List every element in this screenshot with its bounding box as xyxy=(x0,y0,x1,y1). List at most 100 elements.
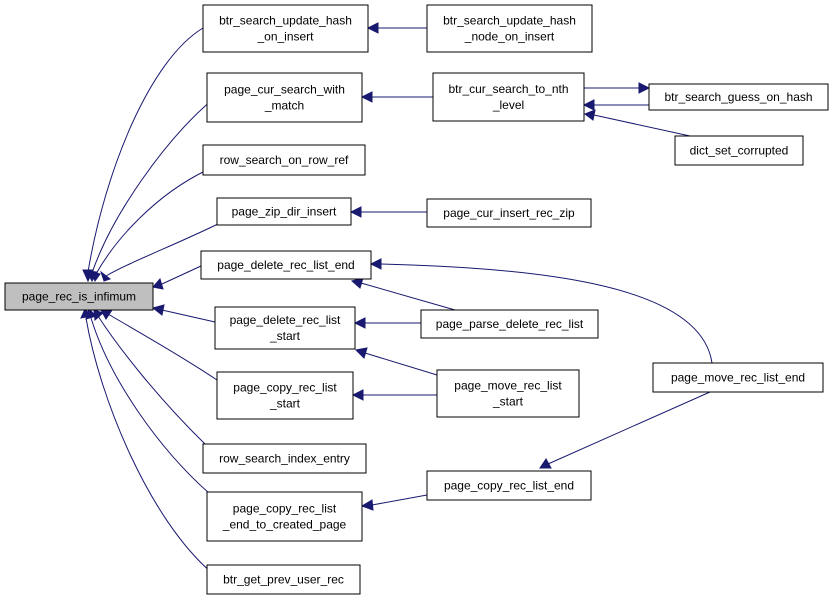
node-box xyxy=(426,4,593,53)
arrowhead-icon xyxy=(100,270,112,282)
node-box xyxy=(202,4,369,53)
arrowhead-icon xyxy=(366,22,379,34)
call-edge xyxy=(86,99,213,283)
arrowhead-icon xyxy=(353,317,366,329)
edge-line xyxy=(97,315,206,445)
call-edge xyxy=(366,22,427,34)
node-label: page_move_rec_list_end xyxy=(671,371,805,385)
node-label: page_rec_is_infimum xyxy=(22,290,136,304)
node-label: page_move_rec_list xyxy=(454,379,562,393)
call-edge xyxy=(354,347,438,376)
node-label: btr_search_update_hash xyxy=(219,14,352,28)
function-node[interactable]: page_zip_dir_insert xyxy=(216,197,352,226)
function-node[interactable]: page_move_rec_list_end xyxy=(652,362,824,393)
node-box xyxy=(4,282,154,311)
node-label: _match xyxy=(264,99,304,113)
node-label: _end_to_created_page xyxy=(222,518,347,532)
node-box xyxy=(216,197,352,226)
arrowhead-icon xyxy=(360,499,374,511)
function-node[interactable]: page_copy_rec_list_end xyxy=(426,470,592,501)
function-node[interactable]: btr_search_guess_on_hash xyxy=(648,83,829,111)
function-node[interactable]: page_copy_rec_list _end_to_created_page xyxy=(206,491,363,542)
call-edge xyxy=(152,265,202,290)
function-node[interactable]: btr_search_update_hash_on_insert xyxy=(202,4,369,53)
arrowhead-icon xyxy=(638,82,651,94)
arrowhead-icon xyxy=(582,99,595,111)
node-label: _start xyxy=(269,329,301,343)
node-box xyxy=(200,250,372,280)
node-label: page_delete_rec_list_end xyxy=(217,258,354,272)
node-box xyxy=(202,144,366,176)
arrowhead-icon xyxy=(100,309,113,320)
edge-line xyxy=(85,317,213,574)
node-box xyxy=(426,198,592,228)
node-label: btr_search_update_hash xyxy=(443,14,576,28)
root-function-node[interactable]: page_rec_is_infimum xyxy=(4,282,154,311)
call-edge xyxy=(90,169,208,283)
edge-line xyxy=(364,352,438,376)
edge-line xyxy=(547,391,711,465)
node-box xyxy=(206,491,363,542)
node-label: _node_on_insert xyxy=(464,30,555,44)
node-label: btr_get_prev_user_rec xyxy=(223,573,344,587)
node-label: page_zip_dir_insert xyxy=(232,205,337,219)
arrowhead-icon xyxy=(349,206,362,218)
node-box xyxy=(648,83,829,111)
node-label: page_parse_delete_rec_list xyxy=(436,317,584,331)
edge-line xyxy=(161,309,216,323)
call-edge xyxy=(100,222,221,282)
edge-line xyxy=(105,222,221,277)
function-node[interactable]: page_cur_insert_rec_zip xyxy=(426,198,592,228)
edge-line xyxy=(371,494,428,506)
arrowhead-icon xyxy=(360,91,373,103)
call-edge xyxy=(351,389,437,401)
node-label: btr_cur_search_to_nth xyxy=(448,82,568,96)
function-node[interactable]: btr_cur_search_to_nth _level xyxy=(432,72,585,122)
node-box xyxy=(432,72,585,122)
edge-line xyxy=(91,99,213,274)
edge-line xyxy=(95,169,208,275)
node-label: page_copy_rec_list xyxy=(233,502,337,516)
edge-line xyxy=(593,114,691,137)
call-edge xyxy=(151,304,216,323)
node-box xyxy=(216,371,354,420)
function-node[interactable]: page_cur_search_with _match xyxy=(206,72,363,123)
node-label: _level xyxy=(492,98,524,112)
call-edge xyxy=(350,277,456,311)
function-node[interactable]: page_delete_rec_list _start xyxy=(214,306,356,350)
edge-line xyxy=(360,282,456,311)
arrowhead-icon xyxy=(539,458,552,469)
call-edge xyxy=(584,82,651,94)
arrowhead-icon xyxy=(151,304,165,316)
edge-line xyxy=(87,27,204,273)
call-edge xyxy=(80,308,213,574)
node-label: row_search_on_row_ref xyxy=(220,153,349,167)
call-edge xyxy=(353,317,421,329)
node-box xyxy=(436,369,580,418)
arrowhead-icon xyxy=(354,347,368,359)
function-node[interactable]: page_move_rec_list_start xyxy=(436,369,580,418)
function-node[interactable]: row_search_on_row_ref xyxy=(202,144,366,176)
function-node[interactable]: row_search_index_entry xyxy=(202,443,367,474)
function-node[interactable]: page_copy_rec_list_start xyxy=(216,371,354,420)
function-node[interactable]: page_delete_rec_list_end xyxy=(200,250,372,280)
edge-line xyxy=(380,263,713,364)
function-node[interactable]: btr_search_update_hash _node_on_insert xyxy=(426,4,593,53)
call-edge xyxy=(369,258,713,364)
node-label: page_cur_search_with xyxy=(224,83,345,97)
edge-line xyxy=(107,313,218,381)
node-box xyxy=(420,309,599,339)
function-node[interactable]: dict_set_corrupted xyxy=(674,135,804,166)
node-box xyxy=(214,306,356,350)
function-node[interactable]: btr_get_prev_user_rec xyxy=(206,564,361,595)
node-label: page_cur_insert_rec_zip xyxy=(443,206,575,220)
node-label: btr_search_guess_on_hash xyxy=(664,90,812,104)
edge-line xyxy=(161,265,202,285)
node-label: page_delete_rec_list xyxy=(230,313,341,327)
node-box xyxy=(206,72,363,123)
node-box xyxy=(206,564,361,595)
call-edge xyxy=(82,27,204,283)
function-node[interactable]: page_parse_delete_rec_list xyxy=(420,309,599,339)
node-box xyxy=(426,470,592,501)
